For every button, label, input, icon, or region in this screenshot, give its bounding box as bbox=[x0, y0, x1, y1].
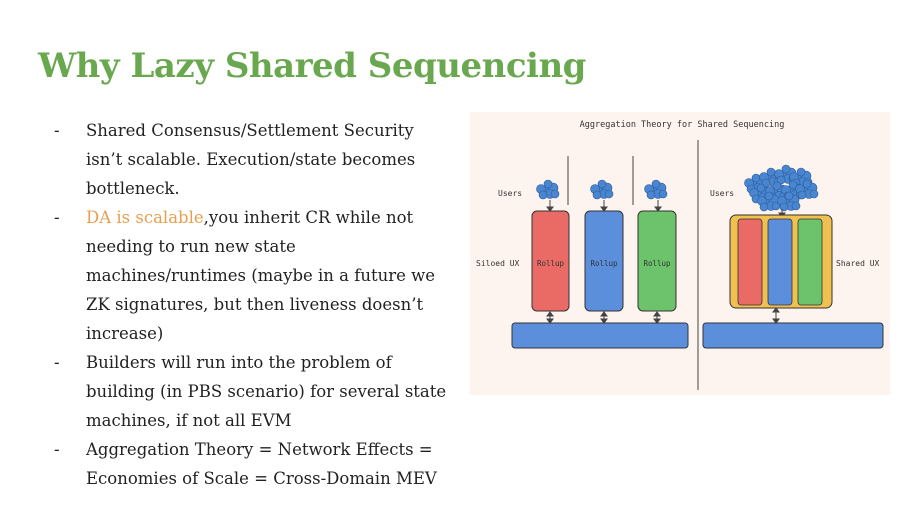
bullet-marker: - bbox=[54, 208, 60, 227]
base-layer-right bbox=[702, 322, 884, 349]
users-cloud-shared bbox=[744, 164, 819, 212]
base-layer-left bbox=[511, 322, 689, 349]
svg-text:Rollup: Rollup bbox=[643, 259, 671, 268]
users-cloud-right bbox=[644, 179, 668, 200]
siloed-ux-label: Siloed UX bbox=[476, 259, 520, 268]
diagram-title: Aggregation Theory for Shared Sequencing bbox=[580, 120, 785, 130]
aggregation-diagram: Aggregation Theory for Shared Sequencing… bbox=[470, 112, 890, 395]
bullet-text: Aggregation Theory = Network Effects = E… bbox=[86, 440, 437, 488]
svg-text:Rollup: Rollup bbox=[590, 259, 618, 268]
bullet-item: - DA is scalable,you inherit CR while not… bbox=[50, 203, 450, 348]
bullet-marker: - bbox=[54, 121, 60, 140]
shared-ux-label: Shared UX bbox=[836, 259, 880, 268]
rollup-left: Rollup bbox=[531, 210, 570, 312]
bullet-marker: - bbox=[54, 353, 60, 372]
bullet-text: ,you inherit CR while not needing to run… bbox=[86, 208, 436, 343]
bullet-item: - Shared Consensus/Settlement Security is… bbox=[50, 116, 450, 203]
users-cloud-middle bbox=[590, 179, 614, 200]
base-arrows bbox=[546, 307, 780, 324]
rollup-middle: Rollup bbox=[584, 210, 624, 312]
bullet-text: Shared Consensus/Settlement Security isn… bbox=[86, 121, 416, 198]
svg-text:Rollup: Rollup bbox=[537, 259, 565, 268]
bullet-text: Builders will run into the problem of bu… bbox=[86, 353, 447, 430]
bullet-item: - Builders will run into the problem of b… bbox=[50, 348, 450, 435]
rollup-right: Rollup bbox=[637, 210, 677, 312]
bullet-item: - Aggregation Theory = Network Effects = … bbox=[50, 435, 450, 493]
shared-sequencer-box bbox=[729, 214, 833, 309]
bullet-highlight-text: DA is scalable bbox=[86, 208, 204, 227]
users-label-right: Users bbox=[710, 189, 734, 198]
users-cloud-left bbox=[536, 179, 560, 200]
users-label-left: Users bbox=[498, 189, 522, 198]
slide-title: Why Lazy Shared Sequencing bbox=[38, 46, 586, 86]
bullet-marker: - bbox=[54, 440, 60, 459]
bullet-list: - Shared Consensus/Settlement Security is… bbox=[50, 116, 450, 493]
